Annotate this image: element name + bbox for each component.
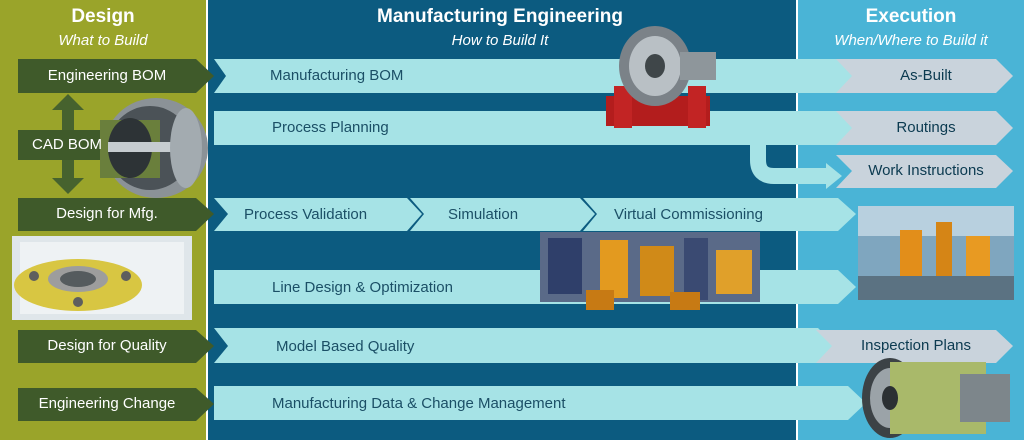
box-engineering-change — [18, 388, 214, 421]
virtual-commissioning-label: Virtual Commissioning — [614, 206, 763, 223]
execution-chevrons — [816, 59, 1013, 363]
arrow-branch-head — [826, 163, 842, 189]
arrow-virtual-commissioning — [583, 198, 856, 231]
design-for-mfg-label: Design for Mfg. — [56, 205, 158, 222]
engineering-change-label: Engineering Change — [38, 395, 176, 412]
execution-column-subtitle: When/Where to Build it — [834, 32, 988, 49]
arrow-process-validation — [214, 198, 422, 231]
arrow-simulation — [410, 198, 595, 231]
box-cad-bom — [18, 130, 116, 160]
design-column-subtitle: What to Build — [58, 32, 148, 49]
manufacturing-column-title: Manufacturing Engineering — [377, 6, 623, 27]
box-engineering-bom — [18, 59, 214, 93]
engine-stand-illustration — [606, 26, 716, 128]
routings-label: Routings — [896, 119, 956, 136]
design-for-quality-label: Design for Quality — [47, 337, 167, 354]
execution-column-title: Execution — [865, 6, 957, 27]
manufacturing-column-subtitle: How to Build It — [451, 32, 549, 49]
as-built-label: As-Built — [900, 67, 952, 84]
inspection-plans-label: Inspection Plans — [860, 337, 972, 354]
robot-line-illustration — [540, 232, 760, 310]
design-boxes — [18, 59, 214, 421]
engineering-bom-label: Engineering BOM — [47, 67, 167, 84]
simulation-label: Simulation — [448, 206, 519, 223]
box-design-for-mfg — [18, 198, 214, 231]
arrow-branch-work-instructions — [750, 144, 828, 184]
mfg-data-change-label: Manufacturing Data & Change Management — [272, 395, 566, 412]
manufacturing-bom-label: Manufacturing BOM — [270, 67, 404, 84]
chevron-work-instructions — [836, 155, 1013, 188]
line-design-label: Line Design & Optimization — [272, 279, 453, 296]
design-column-title: Design — [71, 6, 135, 27]
chevron-as-built — [836, 59, 1013, 93]
engine-cad-illustration — [100, 98, 208, 198]
work-instructions-label: Work Instructions — [868, 162, 984, 179]
factory-robots-photo — [858, 206, 1014, 300]
process-validation-label: Process Validation — [244, 206, 368, 223]
cad-bom-label: CAD BOM — [31, 136, 102, 153]
arrow-mfg-data-change — [214, 386, 866, 420]
model-based-quality-label: Model Based Quality — [276, 338, 415, 355]
double-arrow — [52, 94, 84, 194]
flange-part-illustration — [12, 236, 192, 320]
arrow-model-based-quality — [214, 328, 836, 363]
box-design-for-quality — [18, 330, 214, 363]
chevron-routings — [836, 111, 1013, 145]
turbofan-engine-photo — [862, 358, 1010, 438]
chevron-inspection-plans — [816, 330, 1013, 363]
process-planning-label: Process Planning — [272, 119, 389, 136]
